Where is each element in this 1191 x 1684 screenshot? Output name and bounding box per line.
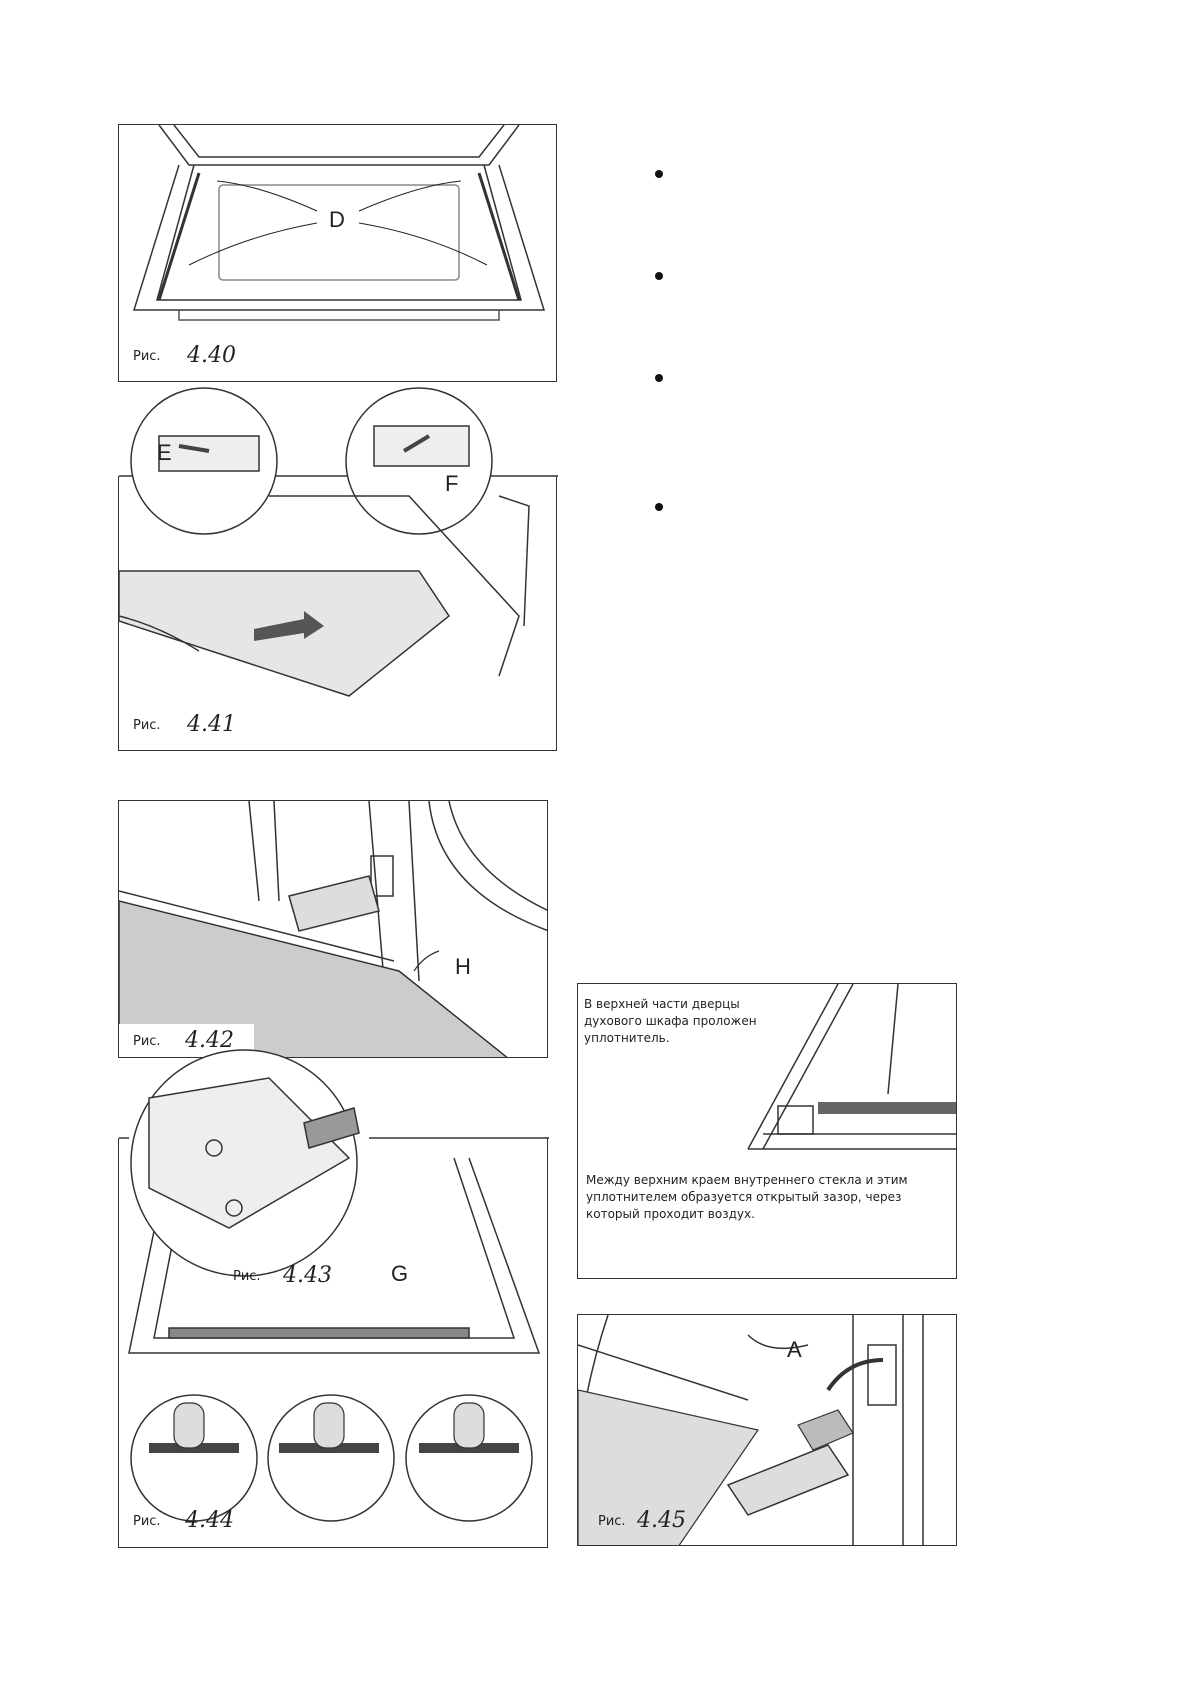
hinge-lever-illustration — [578, 1315, 924, 1545]
seal-detail-illustration — [747, 984, 956, 1150]
seal-note-box: В верхней части дверцы духового шкафа пр… — [577, 983, 957, 1279]
figure-number: 4.42 — [185, 1028, 234, 1053]
callout-g: G — [391, 1261, 409, 1286]
bullet-4 — [655, 503, 663, 511]
figure-number: 4.41 — [187, 712, 236, 737]
callout-f: F — [445, 471, 459, 496]
figure-number: 4.45 — [637, 1508, 686, 1533]
callout-a: A — [787, 1337, 802, 1362]
figure-4-40: D Рис. 4.40 — [118, 124, 557, 382]
figure-4-45: A Рис. 4.45 — [577, 1314, 957, 1546]
figure-4-43-44: G Рис. 4.43 Рис. 4.44 — [118, 1049, 549, 1548]
callout-h: H — [455, 954, 471, 979]
figure-prefix: Рис. — [133, 718, 161, 733]
figure-4-44-number: 4.44 — [185, 1508, 234, 1533]
figure-4-41: E F Рис. 4.41 — [118, 387, 558, 751]
oven-frame-illustration — [132, 125, 546, 321]
bullet-3 — [655, 374, 663, 382]
figure-4-43-number: 4.43 — [283, 1263, 332, 1288]
figure-number: 4.40 — [187, 343, 236, 368]
bullet-2 — [655, 272, 663, 280]
bullet-1 — [655, 170, 663, 178]
seal-note-top: В верхней части дверцы духового шкафа пр… — [584, 997, 757, 1045]
callout-d: D — [329, 207, 345, 232]
figure-prefix: Рис. — [133, 1034, 161, 1049]
hinge-illustration — [119, 801, 547, 1057]
seal-note-bottom: Между верхним краем внутреннего стекла и… — [586, 1173, 908, 1221]
figure-prefix: Рис. — [598, 1514, 626, 1529]
seal-installation-illustration — [119, 1049, 549, 1522]
glass-insertion-illustration — [118, 387, 558, 697]
figure-4-44-prefix: Рис. — [133, 1514, 161, 1529]
figure-prefix: Рис. — [133, 349, 161, 364]
callout-e: E — [157, 440, 172, 465]
figure-4-43-prefix: Рис. — [233, 1269, 261, 1284]
figure-4-42: H Рис. 4.42 — [118, 800, 548, 1058]
